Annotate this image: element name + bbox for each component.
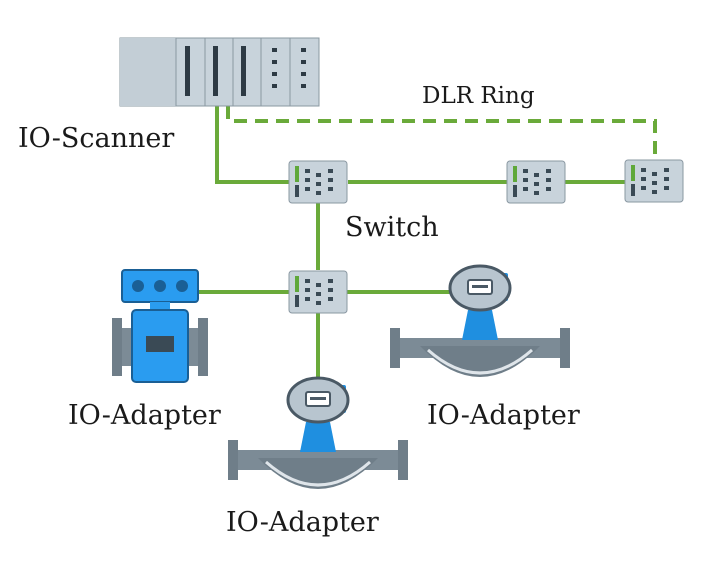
switch-device-4 [288,270,348,314]
io-adapter-right-label: IO-Adapter [427,400,580,431]
io-scanner-label: IO-Scanner [18,123,174,154]
switch-device-2 [506,160,566,204]
magmeter-device [112,269,208,383]
links [198,106,625,382]
link-scanner-switch [215,106,290,184]
io-scanner-device [119,37,320,107]
io-adapter-left-label: IO-Adapter [68,400,221,431]
coriolis-meter-right [388,264,572,379]
dlr-ring-label: DLR Ring [422,83,535,109]
switch-device-3 [624,159,684,203]
switch-label: Switch [345,212,439,243]
io-adapter-bottom-label: IO-Adapter [226,507,379,538]
coriolis-meter-bottom [226,376,410,491]
dlr-ring-link [226,106,657,160]
switch-device-1 [288,160,348,204]
